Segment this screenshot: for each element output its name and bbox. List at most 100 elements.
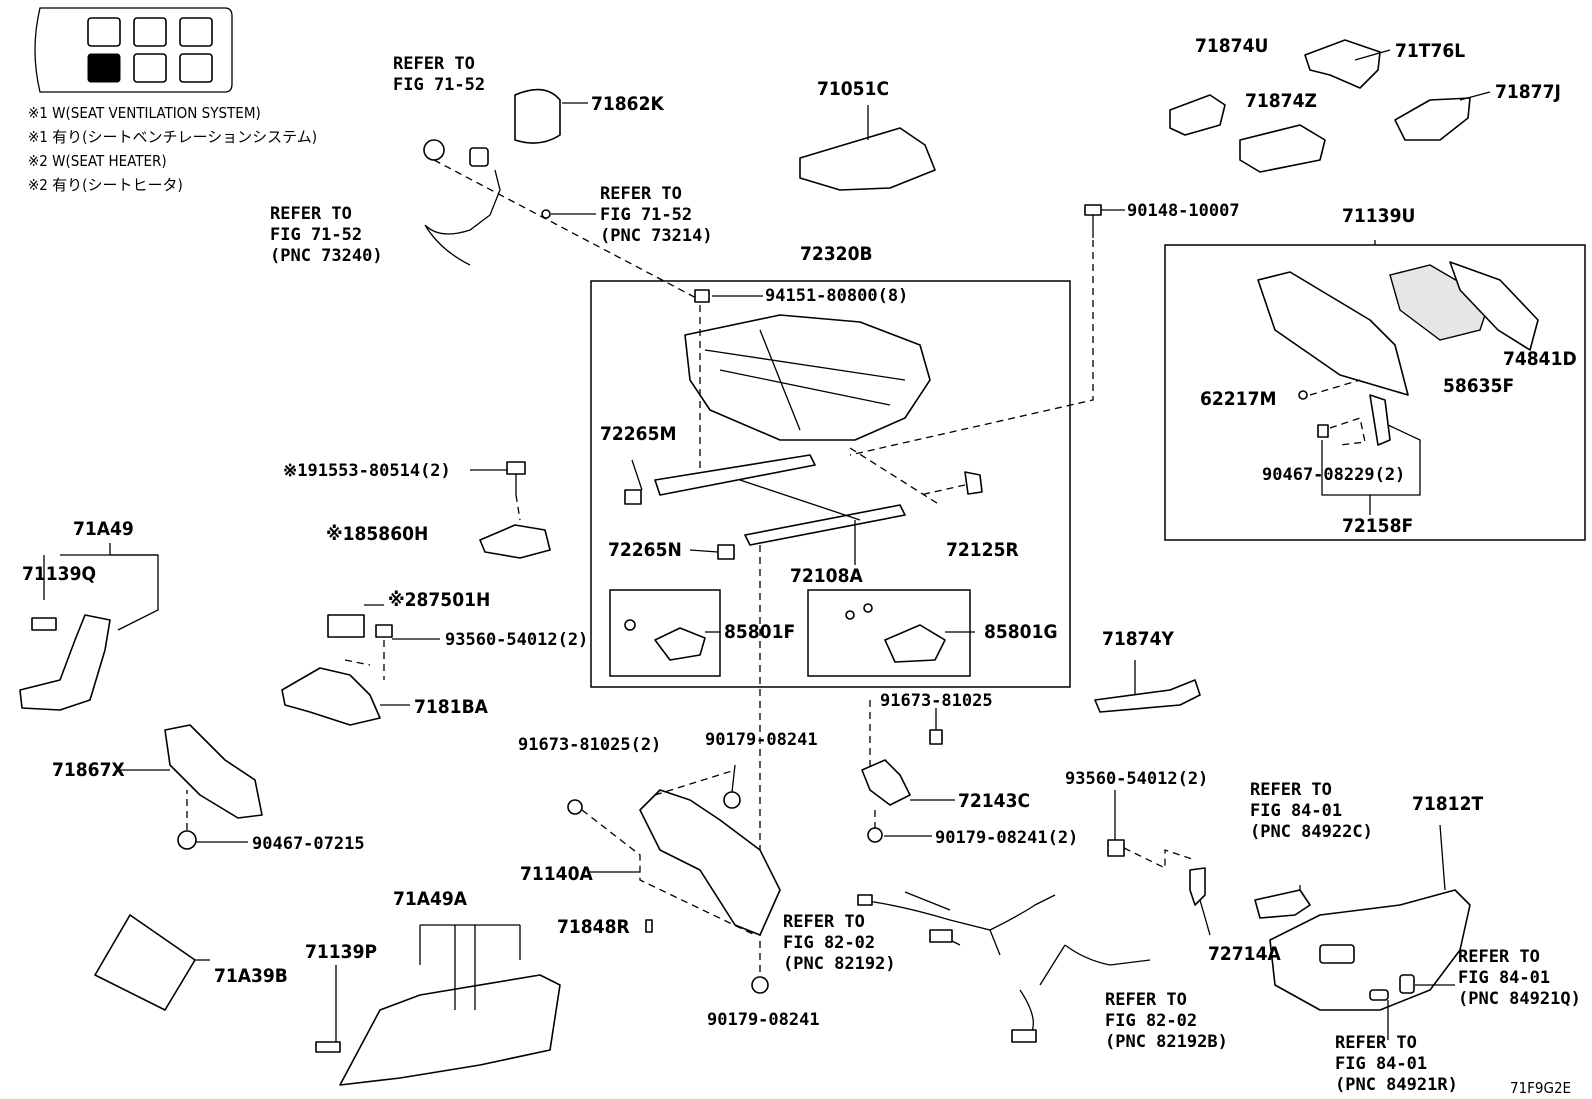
- label-72158F: 72158F: [1342, 515, 1413, 537]
- svg-text:(PNC 82192B): (PNC 82192B): [1105, 1032, 1228, 1052]
- svg-text:(PNC 73214): (PNC 73214): [600, 226, 713, 246]
- svg-text:REFER TO: REFER TO: [393, 54, 475, 74]
- bolt-90148-shape: [849, 204, 1125, 456]
- label-87501H: ※287501H: [388, 589, 490, 611]
- refer-block-fig-82-02-pnc-82192: REFER TO FIG 82-02 (PNC 82192): [783, 912, 896, 974]
- legend-notes: ※1 W(SEAT VENTILATION SYSTEM) ※1 有り(シートベ…: [28, 104, 317, 194]
- label-72265M: 72265M: [600, 423, 676, 445]
- label-71A49A: 71A49A: [393, 888, 468, 910]
- label-62217M: 62217M: [1200, 388, 1276, 410]
- label-7181BA: 7181BA: [414, 696, 489, 718]
- part-71874U-shape: [1169, 94, 1226, 136]
- label-71139P: 71139P: [305, 941, 377, 963]
- part-72143C-shape: [861, 759, 911, 806]
- motor-85801F-shape: [654, 627, 706, 661]
- label-71T76L: 71T76L: [1395, 40, 1465, 62]
- svg-text:REFER TO: REFER TO: [1458, 947, 1540, 967]
- label-91673-81025-b: 91673-81025: [880, 691, 993, 711]
- svg-text:FIG 82-02: FIG 82-02: [1105, 1011, 1197, 1031]
- part-71T76L-shape: [1304, 39, 1381, 89]
- part-71A49A-shape: [339, 974, 561, 1086]
- seat-position-indicator: [34, 7, 233, 93]
- part-7181BA-shape: [281, 667, 381, 726]
- label-71874U: 71874U: [1195, 35, 1268, 57]
- svg-text:(PNC 84921Q): (PNC 84921Q): [1458, 989, 1581, 1009]
- label-71139Q: 71139Q: [22, 563, 96, 585]
- label-90179-08241-b: 90179-08241(2): [935, 828, 1078, 848]
- label-72714A: 72714A: [1208, 943, 1281, 965]
- part-74841D-shape: [1449, 261, 1539, 351]
- part-71139U-shape: [1257, 271, 1409, 396]
- harness-73240-shape: [424, 169, 501, 266]
- label-85860H: ※185860H: [326, 523, 428, 545]
- label-71812T: 71812T: [1412, 793, 1483, 815]
- label-71140A: 71140A: [520, 863, 593, 885]
- svg-text:FIG 82-02: FIG 82-02: [783, 933, 875, 953]
- label-91553-80514: ※191553-80514(2): [283, 461, 451, 481]
- label-94151-80800: 94151-80800(8): [765, 286, 908, 306]
- svg-text:REFER TO: REFER TO: [783, 912, 865, 932]
- part-58635F-shape: [1389, 264, 1491, 341]
- svg-text:FIG 84-01: FIG 84-01: [1250, 801, 1342, 821]
- label-71139U: 71139U: [1342, 205, 1415, 227]
- label-71A39B: 71A39B: [214, 965, 288, 987]
- svg-text:FIG 71-52: FIG 71-52: [270, 225, 362, 245]
- label-72265N: 72265N: [608, 539, 682, 561]
- label-72108A: 72108A: [790, 565, 863, 587]
- legend-note-2: ※1 有り(シートベンチレーションシステム): [28, 128, 317, 146]
- label-71051C: 71051C: [817, 78, 889, 100]
- seat-position-highlight: [87, 53, 121, 83]
- motor-85801G-shape: [884, 624, 946, 663]
- part-85860H-shape: [479, 524, 551, 559]
- harness-82192-shape: [859, 891, 1056, 956]
- svg-text:REFER TO: REFER TO: [1250, 780, 1332, 800]
- svg-text:REFER TO: REFER TO: [600, 184, 682, 204]
- legend-note-1: ※1 W(SEAT VENTILATION SYSTEM): [28, 104, 261, 122]
- part-71874Z-shape: [1239, 124, 1326, 173]
- label-91673-81025-a: 91673-81025(2): [518, 735, 661, 755]
- seat-adjuster-frame-shape: [684, 314, 931, 441]
- part-71812T-shape: [1269, 889, 1471, 1011]
- part-71874Y-shape: [1094, 679, 1201, 713]
- seat-track-lower-shape: [744, 504, 906, 546]
- svg-text:FIG 84-01: FIG 84-01: [1335, 1054, 1427, 1074]
- legend-note-3: ※2 W(SEAT HEATER): [28, 152, 167, 170]
- label-90467-08229: 90467-08229(2): [1262, 465, 1405, 485]
- svg-text:REFER TO: REFER TO: [270, 204, 352, 224]
- seat-track-assembly-box: [590, 280, 1071, 688]
- part-71867X-shape: [164, 724, 263, 819]
- svg-text:(PNC 82192): (PNC 82192): [783, 954, 896, 974]
- svg-text:FIG 84-01: FIG 84-01: [1458, 968, 1550, 988]
- refer-block-fig-84-01-pnc-84921Q: REFER TO FIG 84-01 (PNC 84921Q): [1458, 947, 1581, 1009]
- legend-note-4: ※2 有り(シートヒータ): [28, 176, 183, 194]
- label-93560-54012-b: 93560-54012(2): [1065, 769, 1208, 789]
- label-90467-07215: 90467-07215: [252, 834, 365, 854]
- refer-block-fig-84-01-pnc-84922C: REFER TO FIG 84-01 (PNC 84922C): [1250, 780, 1373, 842]
- label-71874Y: 71874Y: [1102, 628, 1174, 650]
- part-71862K-shape: [514, 88, 561, 144]
- svg-text:(PNC 84922C): (PNC 84922C): [1250, 822, 1373, 842]
- label-93560-54012-a: 93560-54012(2): [445, 630, 588, 650]
- part-71051C-shape: [799, 127, 936, 191]
- refer-block-fig-71-52-pnc-73214: REFER TO FIG 71-52 (PNC 73214): [600, 184, 713, 246]
- seat-track-upper-shape: [654, 454, 816, 496]
- svg-text:(PNC 73240): (PNC 73240): [270, 246, 383, 266]
- label-58635F: 58635F: [1443, 375, 1514, 397]
- refer-block-fig-84-01-pnc-84921R: REFER TO FIG 84-01 (PNC 84921R): [1335, 1033, 1458, 1095]
- label-71874Z: 71874Z: [1245, 90, 1317, 112]
- label-71862K: 71862K: [591, 93, 664, 115]
- label-71877J: 71877J: [1495, 81, 1561, 103]
- label-90148-10007: 90148-10007: [1127, 201, 1240, 221]
- svg-text:FIG 71-52: FIG 71-52: [600, 205, 692, 225]
- label-90179-08241-c: 90179-08241: [707, 1010, 820, 1030]
- refer-block-fig-71-52-pnc-73240: REFER TO FIG 71-52 (PNC 73240): [270, 204, 383, 266]
- label-71867X: 71867X: [52, 759, 125, 781]
- label-72125R: 72125R: [946, 539, 1019, 561]
- sub-box-85801G: [807, 589, 971, 677]
- refer-block-fig-82-02-pnc-82192B: REFER TO FIG 82-02 (PNC 82192B): [1105, 990, 1228, 1052]
- diagram-code: 71F9G2E: [1510, 1079, 1571, 1097]
- label-71848R: 71848R: [557, 916, 630, 938]
- label-72320B: 72320B: [800, 243, 873, 265]
- label-71A49: 71A49: [73, 518, 134, 540]
